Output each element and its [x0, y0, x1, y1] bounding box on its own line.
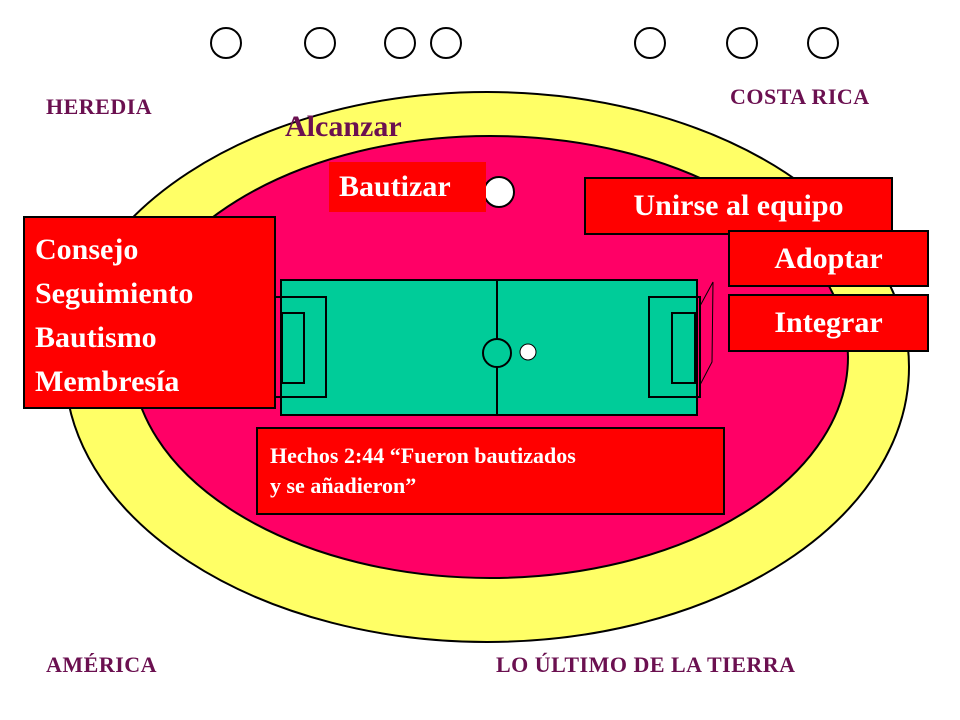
label-costa-rica: COSTA RICA	[730, 84, 870, 109]
player-circle	[726, 27, 758, 59]
label-lo-ultimo: LO ÚLTIMO DE LA TIERRA	[496, 652, 796, 677]
ball-icon	[519, 343, 537, 361]
bautizar-label: Bautizar	[339, 170, 451, 203]
player-circle	[807, 27, 839, 59]
center-player-circle	[482, 338, 512, 368]
label-heredia: HEREDIA	[46, 94, 153, 119]
player-circle	[384, 27, 416, 59]
list-item: Bautismo	[35, 321, 157, 354]
verse-line-2: y se añadieron”	[270, 473, 417, 498]
right-goal-area	[671, 312, 696, 384]
list-item: Seguimiento	[35, 277, 194, 310]
player-circle	[210, 27, 242, 59]
player-circles	[210, 27, 839, 59]
player-circle	[304, 27, 336, 59]
process-list-box: Consejo Seguimiento Bautismo Membresía	[23, 216, 276, 409]
integrar-box: Integrar	[728, 294, 929, 352]
integrar-label: Integrar	[774, 306, 883, 339]
list-item: Consejo	[35, 233, 139, 266]
unirse-label: Unirse al equipo	[633, 189, 844, 222]
verse-box: Hechos 2:44 “Fueron bautizados y se añad…	[256, 427, 725, 515]
bautizar-box: Bautizar	[329, 162, 486, 212]
player-circle	[430, 27, 462, 59]
heading-alcanzar: Alcanzar	[285, 110, 402, 143]
verse-line-1: Hechos 2:44 “Fueron bautizados	[270, 443, 576, 468]
adoptar-label: Adoptar	[774, 242, 883, 275]
player-circle	[634, 27, 666, 59]
left-goal-area	[281, 312, 305, 384]
bautizar-circle	[483, 176, 515, 208]
unirse-box: Unirse al equipo	[584, 177, 893, 235]
adoptar-box: Adoptar	[728, 230, 929, 287]
list-item: Membresía	[35, 365, 180, 398]
soccer-field	[274, 279, 714, 416]
goal-net	[699, 281, 714, 386]
label-america: AMÉRICA	[46, 652, 158, 677]
